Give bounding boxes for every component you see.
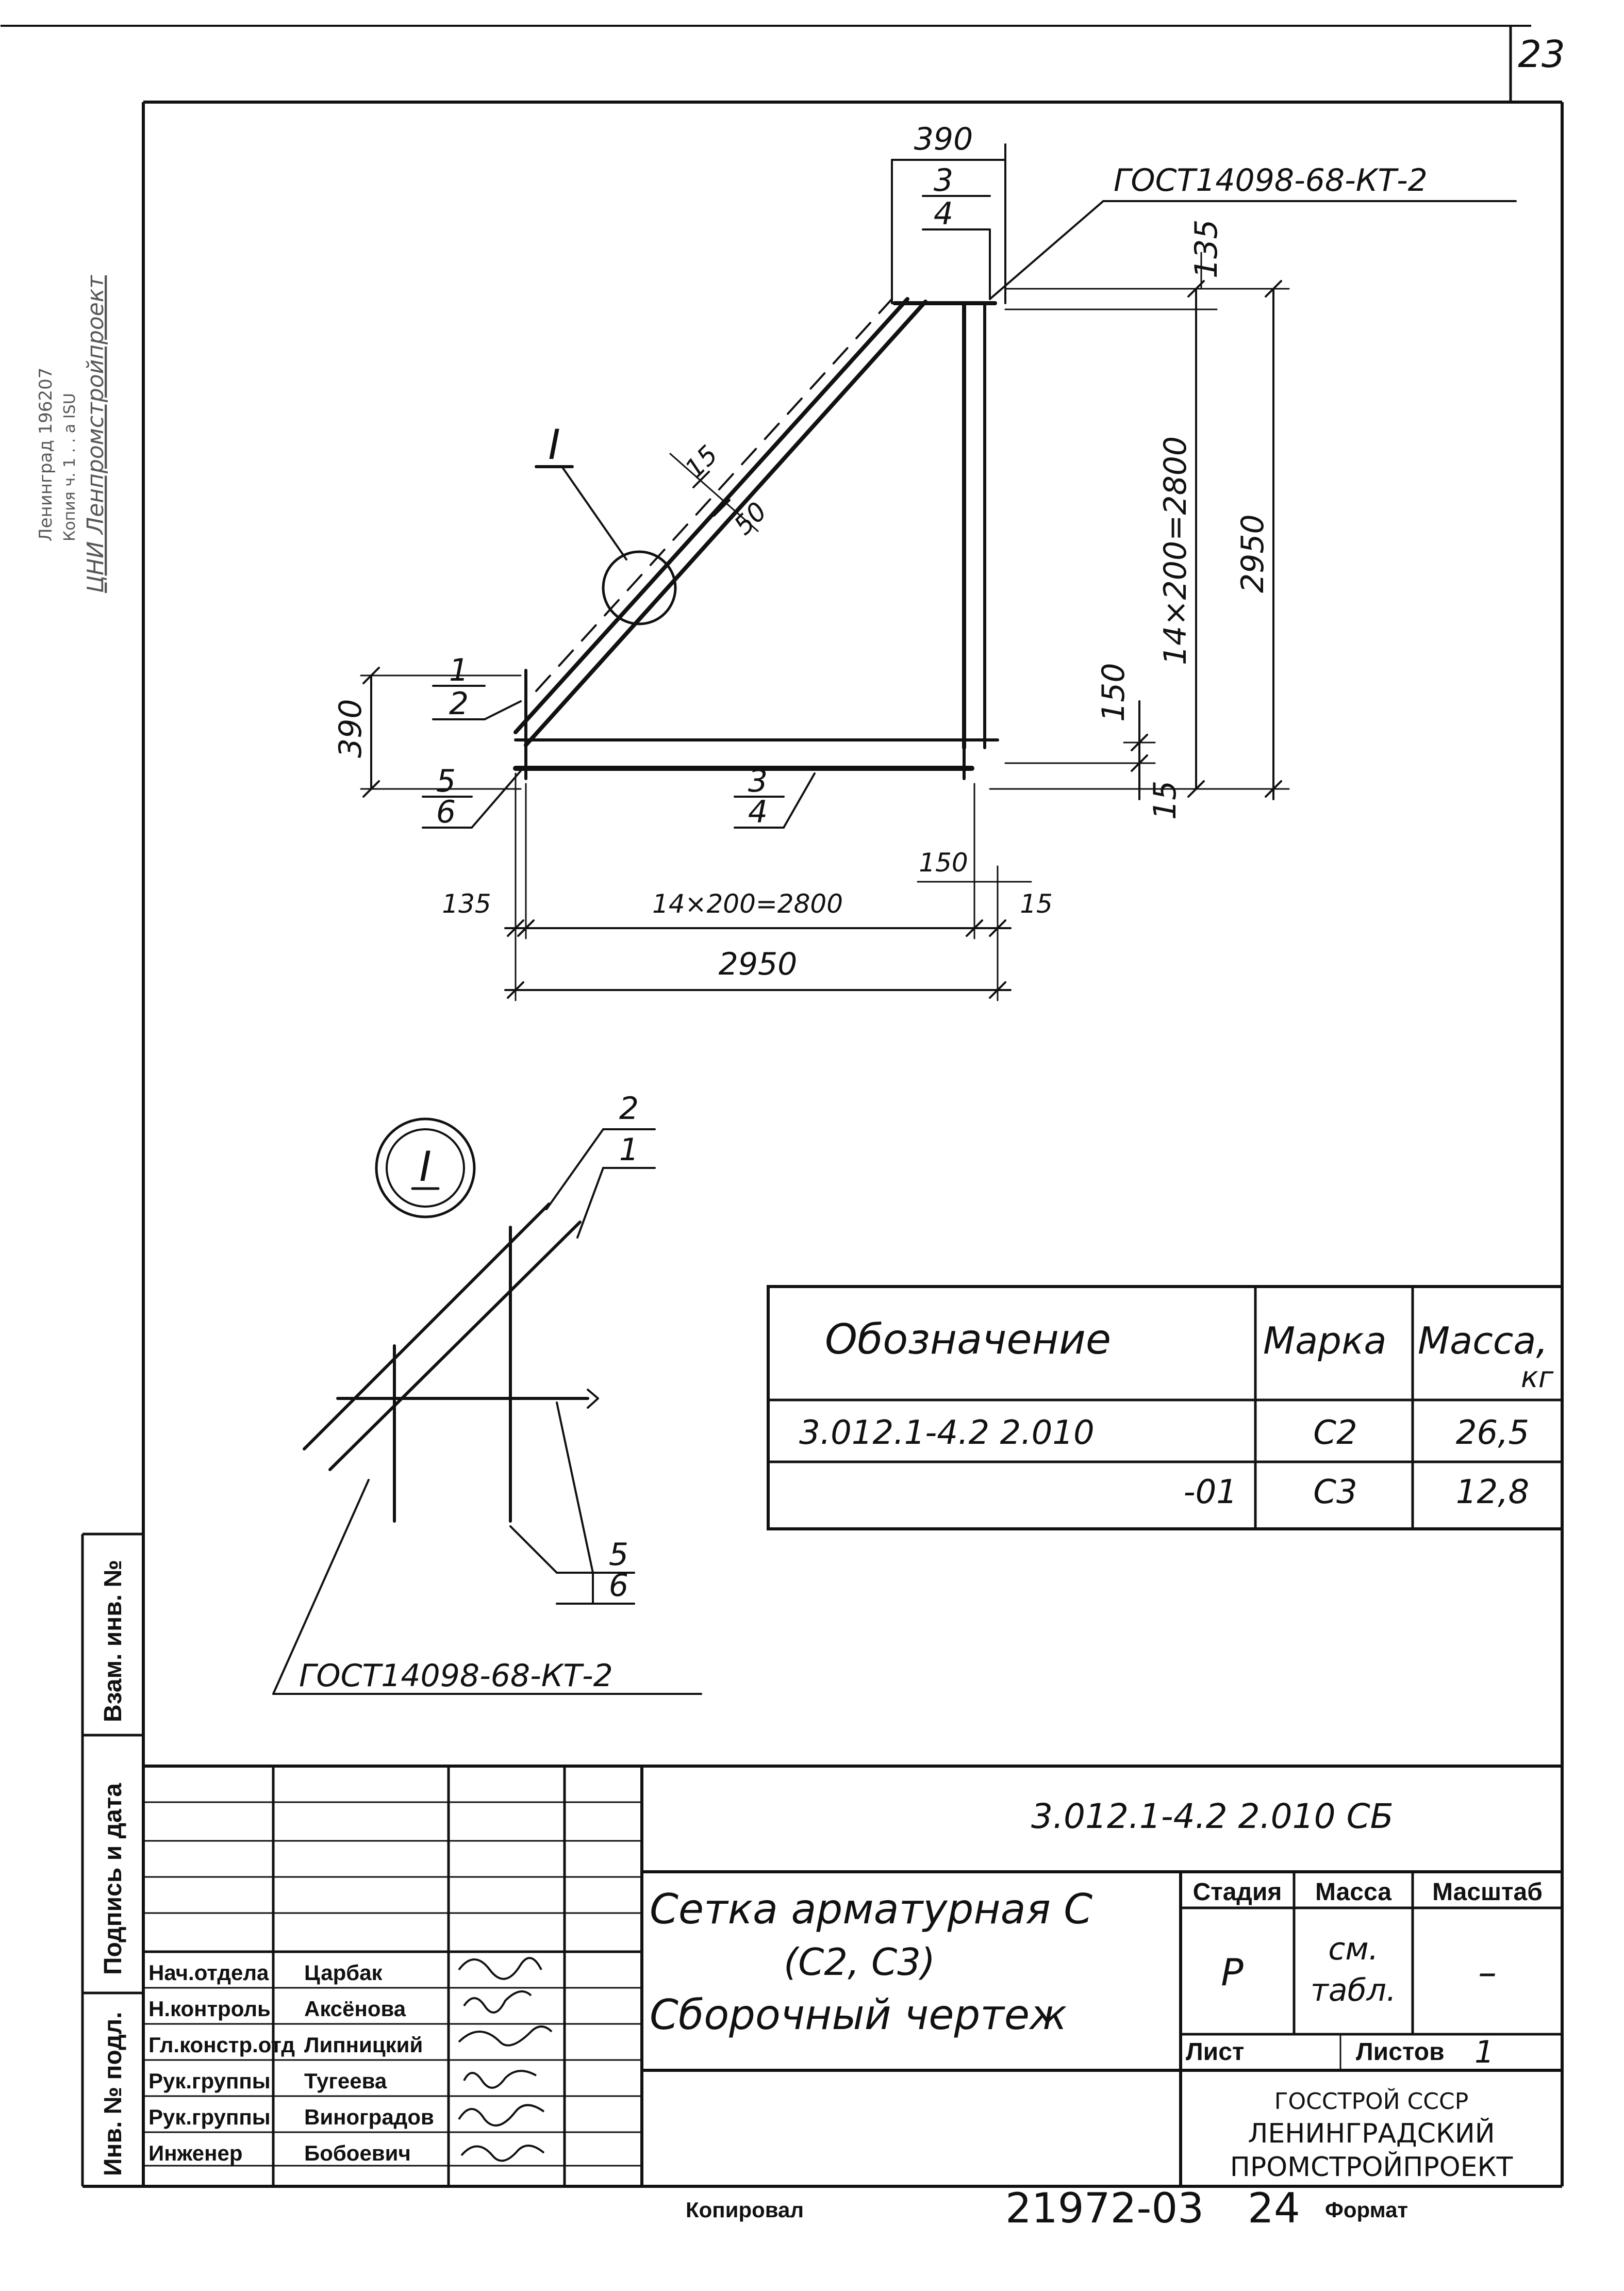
person-name-4: Тугеева	[304, 2069, 387, 2093]
spec-table	[767, 1285, 1564, 1530]
detail-view-i	[272, 1117, 702, 1695]
stamp-line-1: Ленинград 196207	[36, 368, 56, 541]
mass-value-line-2: табл.	[1311, 1972, 1396, 2008]
dim-150-horizontal: 150	[919, 848, 968, 878]
person-role-3: Гл.констр.отд	[148, 2033, 295, 2057]
title-line-2: (С2, С3)	[784, 1940, 935, 1984]
detail-mark-label: I	[548, 421, 560, 469]
signature-6	[460, 2145, 545, 2162]
doc-code: 3.012.1-4.2 2.010 СБ	[1031, 1796, 1394, 1836]
detail-pos-5: 5	[609, 1537, 628, 1573]
spec-row-1-designation: 3.012.1-4.2 2.010	[799, 1414, 1095, 1452]
footer-page: 24	[1248, 2184, 1300, 2232]
signature-1	[458, 1957, 542, 1980]
person-role-1: Нач.отдела	[148, 1960, 269, 1985]
pos-label-6: 6	[436, 794, 456, 830]
side-label-podpis-data: Подпись и дата	[100, 1783, 127, 1975]
dim-14x200-horizontal: 14×200=2800	[652, 889, 843, 919]
title-line-1: Сетка арматурная С	[650, 1885, 1092, 1933]
sheet-label: Лист	[1186, 2038, 1244, 2066]
dim-2950-vertical: 2950	[1235, 514, 1271, 593]
sheet-frame	[1, 25, 1564, 2188]
dim-135-top: 135	[1188, 219, 1224, 278]
person-role-4: Рук.группы	[148, 2069, 271, 2093]
pos-label-3-top: 3	[934, 162, 953, 199]
page-number: 23	[1518, 32, 1565, 76]
bar-pos-label-4: 4	[748, 794, 768, 830]
dim-15-vertical: 15	[1147, 781, 1183, 820]
detail-pos-6: 6	[609, 1568, 628, 1604]
spec-header-mass: Масса,	[1418, 1319, 1548, 1362]
scale-value: –	[1478, 1951, 1497, 1994]
spec-header-designation: Обозначение	[825, 1315, 1111, 1363]
detail-pos-2: 2	[619, 1091, 639, 1127]
stamp-line-2: Копия ч. 1 . . а ISU	[61, 393, 79, 541]
sheets-value: 1	[1474, 2034, 1494, 2070]
person-role-6: Инженер	[148, 2141, 243, 2165]
detail-view-labels: I 2 1 5 6 ГОСТ14098-68-КТ-2	[299, 1091, 639, 1694]
dim-135-bottom: 135	[442, 889, 491, 919]
person-role-5: Рук.группы	[148, 2105, 271, 2129]
copied-label: Копировал	[686, 2198, 804, 2222]
person-name-6: Бобоевич	[304, 2141, 411, 2165]
main-mesh-drawing	[360, 143, 1517, 1001]
spec-row-1-mass: 26,5	[1456, 1414, 1530, 1452]
pos-label-1-left: 1	[449, 652, 469, 688]
signature-4	[463, 2070, 537, 2089]
dim-390-top: 390	[914, 121, 973, 157]
spec-row-2-mark: С3	[1313, 1473, 1357, 1511]
spec-row-2-mass: 12,8	[1456, 1473, 1530, 1511]
person-name-2: Аксёнова	[304, 1997, 406, 2021]
scale-header: Масштаб	[1432, 1878, 1543, 1906]
detail-gost-label: ГОСТ14098-68-КТ-2	[299, 1658, 613, 1694]
mass-value-line-1: см.	[1328, 1931, 1378, 1967]
stamp-line-3: ЦНИ Ленпромстройпроект	[82, 275, 109, 593]
archive-stamp: Ленинград 196207 Копия ч. 1 . . а ISU ЦН…	[36, 275, 109, 593]
dim-14x200-vertical: 14×200=2800	[1157, 436, 1194, 665]
main-drawing-labels: 390 ГОСТ14098-68-КТ-2 3 4 135 14×200=280…	[333, 121, 1428, 982]
pos-label-2-left: 2	[449, 686, 469, 722]
signature-5	[458, 2104, 545, 2127]
dim-15-diag: 15	[679, 439, 723, 484]
person-name-1: Царбак	[304, 1960, 383, 1985]
bar-pos-label-3: 3	[748, 763, 768, 799]
signature-3	[458, 2025, 553, 2047]
format-label: Формат	[1325, 2198, 1408, 2222]
spec-header-mass-unit: кг	[1521, 1361, 1554, 1394]
person-role-2: Н.контроль	[148, 1997, 271, 2021]
detail-pos-1: 1	[619, 1132, 639, 1168]
side-label-vzam-inv: Взам. инв. №	[100, 1560, 127, 1722]
signature-2	[463, 1990, 532, 2014]
gost-label-top: ГОСТ14098-68-КТ-2	[1114, 162, 1428, 199]
person-name-5: Виноградов	[304, 2105, 434, 2129]
side-label-inv-podl: Инв. № подл.	[100, 2012, 127, 2177]
org-line-1: ГОССТРОЙ СССР	[1274, 2087, 1469, 2115]
spec-table-text: Обозначение Марка Масса, кг 3.012.1-4.2 …	[799, 1315, 1554, 1511]
org-line-3: ПРОМСТРОЙПРОЕКТ	[1230, 2151, 1513, 2183]
person-name-3: Липницкий	[304, 2033, 423, 2057]
dim-50-diag: 50	[728, 496, 772, 540]
dim-390-left: 390	[333, 699, 369, 758]
pos-label-4-top: 4	[934, 196, 953, 232]
dim-150-vertical: 150	[1096, 663, 1132, 722]
signatures	[458, 1957, 553, 2162]
stage-header: Стадия	[1193, 1878, 1282, 1906]
mass-header: Масса	[1315, 1878, 1391, 1906]
spec-row-2-designation: -01	[1183, 1473, 1237, 1511]
sheets-label: Листов	[1356, 2038, 1445, 2066]
dim-15-horizontal: 15	[1020, 889, 1053, 919]
title-line-3: Сборочный чертеж	[650, 1991, 1067, 2039]
title-block-text: 3.012.1-4.2 2.010 СБ Сетка арматурная С …	[148, 1796, 1543, 2183]
pos-label-5: 5	[436, 763, 456, 799]
stage-value: Р	[1221, 1951, 1244, 1994]
footer-number: 21972-03	[1005, 2184, 1204, 2232]
dim-2950-horizontal: 2950	[719, 946, 798, 982]
org-line-2: ЛЕНИНГРАДСКИЙ	[1248, 2118, 1495, 2149]
spec-header-mark: Марка	[1263, 1319, 1387, 1362]
title-block-grid	[143, 1765, 1562, 2186]
spec-row-1-mark: С2	[1313, 1414, 1357, 1452]
detail-circle-label: I	[419, 1143, 432, 1191]
